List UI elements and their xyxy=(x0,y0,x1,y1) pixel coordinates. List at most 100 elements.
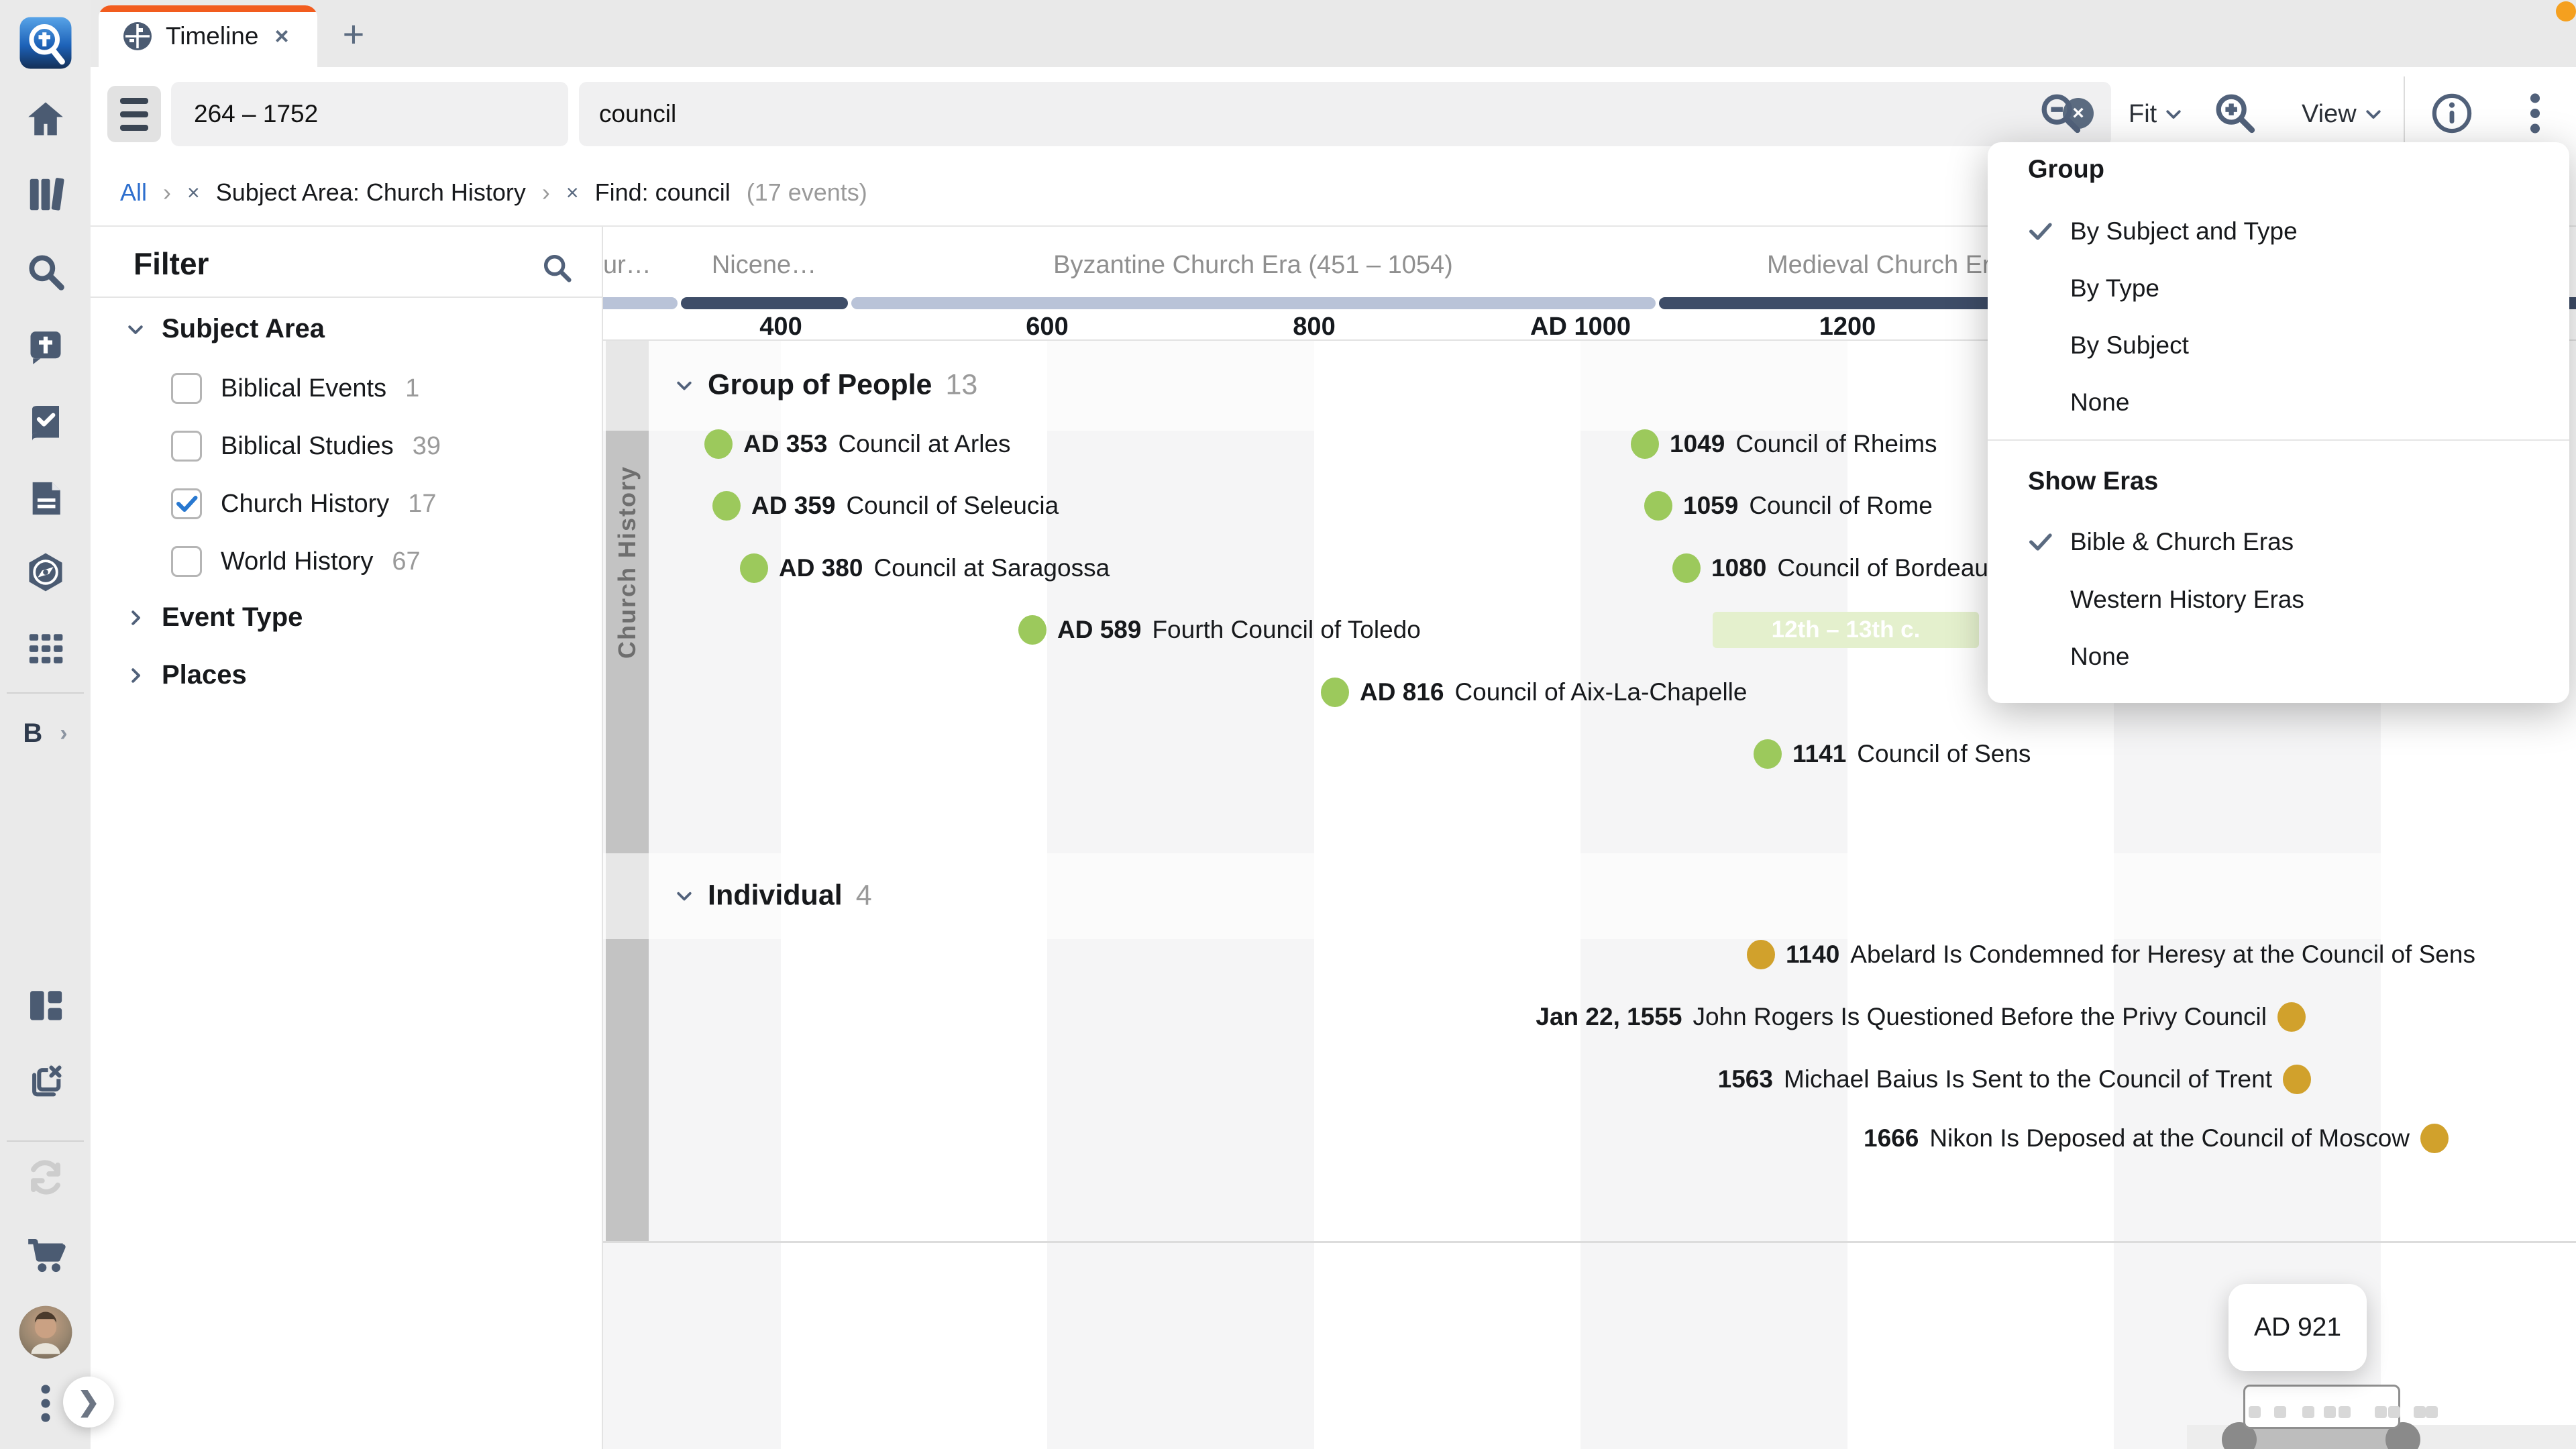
event-council-at-arles[interactable]: AD 353 Council at Arles xyxy=(704,429,1011,459)
menu-item-by-type[interactable]: By Type xyxy=(2070,274,2160,302)
bible-button[interactable] xyxy=(0,317,91,378)
section-label: Places xyxy=(162,660,247,690)
section-label: Subject Area xyxy=(162,314,325,343)
zoom-out-button[interactable] xyxy=(2037,90,2084,137)
event-fourth-council-of-toledo[interactable]: AD 589 Fourth Council of Toledo xyxy=(1018,615,1421,645)
check-icon xyxy=(176,496,198,512)
expand-sidebar-button[interactable]: ❯ xyxy=(63,1377,114,1428)
event-council-at-saragossa[interactable]: AD 380 Council at Saragossa xyxy=(740,553,1110,583)
sync-button[interactable] xyxy=(0,1147,91,1208)
apps-grid-button[interactable] xyxy=(0,619,91,679)
event-council-of-rome[interactable]: 1059 Council of Rome xyxy=(1644,491,1933,521)
menu-item-by-subject[interactable]: By Subject xyxy=(2070,331,2189,359)
close-panels-button[interactable] xyxy=(0,1051,91,1112)
store-cart-button[interactable] xyxy=(0,1224,91,1284)
era-band-dark[interactable] xyxy=(681,297,848,309)
atlas-button[interactable] xyxy=(0,542,91,602)
era-band-light[interactable] xyxy=(602,297,678,309)
info-button[interactable] xyxy=(2430,91,2474,136)
filter-title: Filter xyxy=(133,246,209,281)
panel-menu-button[interactable] xyxy=(107,86,161,142)
filter-search-button[interactable] xyxy=(540,251,575,286)
event-abelard-condemned[interactable]: 1140 Abelard Is Condemned for Heresy at … xyxy=(1747,940,2475,969)
event-council-of-aix-la-chapelle[interactable]: AD 816 Council of Aix-La-Chapelle xyxy=(1321,678,1747,707)
filter-item-biblical-events[interactable]: Biblical Events 1 xyxy=(171,373,419,404)
workspace-b-button[interactable]: B › xyxy=(0,703,91,763)
menu-group-header: Group xyxy=(2028,155,2104,184)
layouts-button[interactable] xyxy=(0,975,91,1036)
documents-button[interactable] xyxy=(0,468,91,529)
remove-filter-icon[interactable]: × xyxy=(566,180,579,205)
era-label[interactable]: Nicene… xyxy=(711,251,817,279)
tab-timeline[interactable]: Timeline × xyxy=(99,5,317,67)
chevron-down-icon xyxy=(677,892,692,900)
date-range-field[interactable]: 264 – 1752 xyxy=(171,82,568,146)
breadcrumb-filter-find[interactable]: Find: council xyxy=(594,178,731,206)
workspace-b-label: B xyxy=(23,718,43,748)
axis-tick: 1200 xyxy=(1819,313,1876,341)
logos-app-logo[interactable] xyxy=(0,12,91,74)
new-tab-button[interactable]: + xyxy=(342,12,365,55)
subject-row-strip[interactable]: Church History xyxy=(606,341,649,1242)
divider xyxy=(91,297,602,298)
era-label[interactable]: Medieval Church Era xyxy=(1767,251,2005,279)
event-nikon-deposed[interactable]: 1666 Nikon Is Deposed at the Council of … xyxy=(1864,1124,2449,1153)
event-michael-baius-trent[interactable]: 1563 Michael Baius Is Sent to the Counci… xyxy=(1718,1065,2311,1094)
filter-item-church-history[interactable]: Church History 17 xyxy=(171,488,437,519)
filter-section-subject-area[interactable]: Subject Area xyxy=(125,314,325,344)
tab-close-icon[interactable]: × xyxy=(274,22,289,50)
filter-item-world-history[interactable]: World History 67 xyxy=(171,546,421,577)
chevron-down-icon xyxy=(128,325,143,334)
user-avatar[interactable] xyxy=(0,1300,91,1364)
remove-filter-icon[interactable]: × xyxy=(187,180,200,205)
checkbox-unchecked[interactable] xyxy=(171,431,202,462)
zoom-in-button[interactable] xyxy=(2212,90,2259,137)
checkbox-unchecked[interactable] xyxy=(171,373,202,404)
section-label: Event Type xyxy=(162,602,303,632)
breadcrumb-filter-subject[interactable]: Subject Area: Church History xyxy=(215,178,526,206)
section-individual[interactable]: Individual 4 xyxy=(674,879,872,912)
event-council-of-bordeaux[interactable]: 1080 Council of Bordeaux xyxy=(1672,553,2001,583)
panel-more-button[interactable] xyxy=(2530,93,2540,134)
checkbox-checked[interactable] xyxy=(171,488,202,519)
workflow-button[interactable] xyxy=(0,392,91,453)
library-button[interactable] xyxy=(0,164,91,225)
breadcrumb-all-link[interactable]: All xyxy=(120,178,148,206)
menu-item-western-history-eras[interactable]: Western History Eras xyxy=(2070,586,2304,613)
event-council-of-rheims[interactable]: 1049 Council of Rheims xyxy=(1631,429,1937,459)
menu-item-none[interactable]: None xyxy=(2070,388,2130,416)
event-date: AD 589 xyxy=(1057,616,1142,643)
minimap-range-bar[interactable] xyxy=(2229,1425,2414,1449)
era-label[interactable]: ur… xyxy=(603,251,651,279)
section-group-of-people[interactable]: Group of People 13 xyxy=(674,369,977,402)
event-dot-amber xyxy=(2277,1002,2306,1032)
event-title: John Rogers Is Questioned Before the Pri… xyxy=(1693,1003,2267,1030)
breadcrumb-separator: › xyxy=(541,178,550,206)
filter-panel: Filter Subject Area Biblical Events 1 Bi… xyxy=(91,227,603,1449)
checkbox-unchecked[interactable] xyxy=(171,546,202,577)
tab-title: Timeline xyxy=(166,22,259,50)
chevron-right-icon xyxy=(131,610,140,625)
filter-item-biblical-studies[interactable]: Biblical Studies 39 xyxy=(171,431,441,462)
home-button[interactable] xyxy=(0,89,91,149)
filter-section-places[interactable]: Places xyxy=(125,660,247,690)
minimap-density-dot xyxy=(2274,1406,2286,1418)
search-nav-button[interactable] xyxy=(0,241,91,302)
event-council-of-seleucia[interactable]: AD 359 Council of Seleucia xyxy=(712,491,1059,521)
event-date: 1141 xyxy=(1792,740,1847,767)
menu-item-by-subject-and-type[interactable]: By Subject and Type xyxy=(2070,217,2298,245)
view-dropdown[interactable]: View xyxy=(2302,67,2383,161)
rail-more-button[interactable] xyxy=(0,1375,91,1432)
fit-dropdown[interactable]: Fit xyxy=(2129,67,2184,161)
century-range-highlight[interactable]: 12th – 13th c. xyxy=(1713,612,1979,648)
menu-item-eras-none[interactable]: None xyxy=(2070,643,2130,670)
era-band-light[interactable] xyxy=(851,297,1656,309)
menu-item-bible-church-eras[interactable]: Bible & Church Eras xyxy=(2070,528,2294,555)
menu-divider xyxy=(1988,439,2569,441)
filter-section-event-type[interactable]: Event Type xyxy=(125,602,303,633)
timeline-canvas[interactable]: ur… Nicene… Byzantine Church Era (451 – … xyxy=(602,227,2576,1449)
search-input[interactable]: council × xyxy=(579,82,2111,146)
event-john-rogers-questioned[interactable]: Jan 22, 1555 John Rogers Is Questioned B… xyxy=(1536,1002,2306,1032)
era-label[interactable]: Byzantine Church Era (451 – 1054) xyxy=(1053,251,1453,279)
event-council-of-sens[interactable]: 1141 Council of Sens xyxy=(1754,739,2031,769)
